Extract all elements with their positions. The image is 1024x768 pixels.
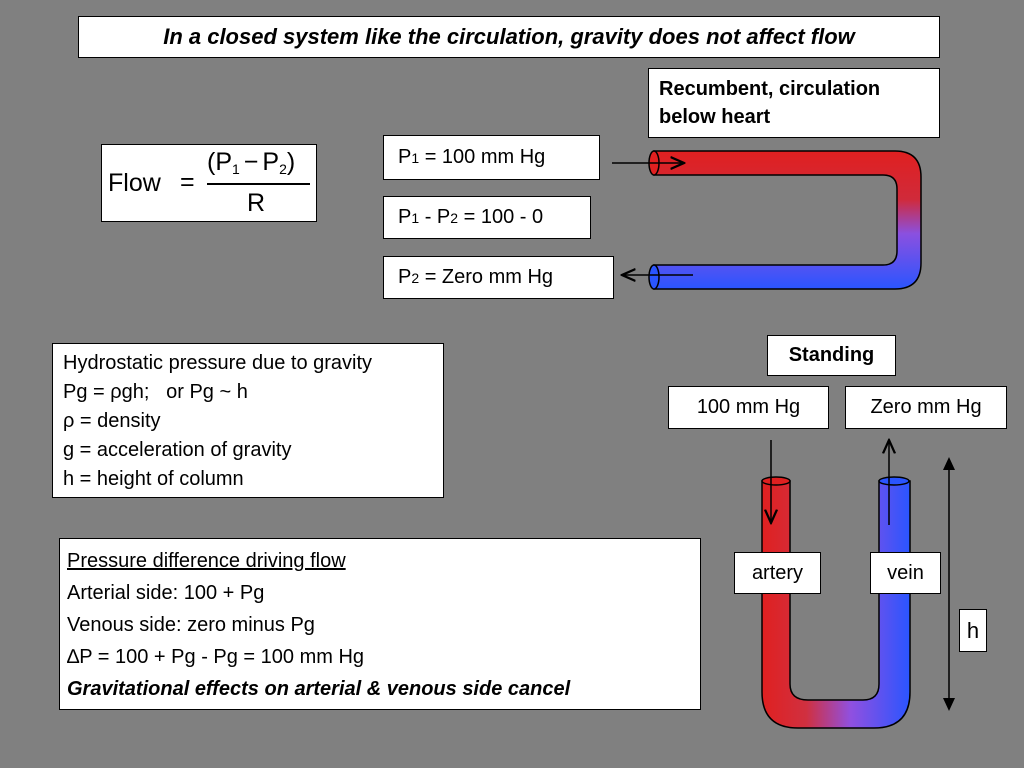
height-arrow-top-head [943,457,955,470]
recumbent-line-2: below heart [659,106,771,128]
p1-pre: P [398,146,412,168]
pressure-difference-box: Pressure difference driving flow Arteria… [59,538,701,710]
artery-opening [761,476,791,486]
numerator-minus: − [243,148,259,176]
recumbent-label: Recumbent, circulation below heart [648,68,940,138]
vein-label: vein [870,552,941,594]
numerator-close: ) [286,148,296,176]
formula-numerator: (P1−P2) [207,148,295,177]
p1-post: = 100 mm Hg [419,146,546,168]
hydro-line-2: Pg = ρgh; or Pg ~ h [63,381,248,403]
numerator-p2: P [262,148,280,176]
numerator-open: (P [207,148,232,176]
recumbent-line-1: Recumbent, circulation [659,78,881,100]
pd-post: = 100 - 0 [458,206,544,228]
pdiff-delta: ∆P = 100 + Pg - Pg = 100 mm Hg [67,646,365,668]
formula-denominator: R [247,189,266,217]
hydro-line-5: h = height of column [63,468,244,490]
p2-pre: P [398,266,412,288]
formula-flow: Flow [108,169,161,197]
standing-u-tube [761,480,911,729]
pdiff-arterial: Arterial side: 100 + Pg [67,582,265,604]
flow-formula: Flow = (P1−P2) R [101,144,317,222]
hydro-line-4: g = acceleration of gravity [63,439,292,461]
hydrostatic-box: Hydrostatic pressure due to gravity Pg =… [52,343,444,498]
fraction-bar [207,183,310,185]
vein-opening [878,476,910,486]
numerator-sub2: 2 [279,161,287,177]
hydro-line-1: Hydrostatic pressure due to gravity [63,352,373,374]
formula-equals: = [180,168,195,196]
venous-pressure-label: Zero mm Hg [845,386,1007,429]
pd-mid: - P [419,206,451,228]
pdiff-venous: Venous side: zero minus Pg [67,614,315,636]
height-label: h [959,609,987,652]
arterial-pressure-label: 100 mm Hg [668,386,829,429]
p2-post: = Zero mm Hg [419,266,554,288]
pd-a: P [398,206,412,228]
recumbent-tube-bottom-opening [648,264,660,290]
standing-label: Standing [767,335,896,376]
recumbent-tube [653,150,922,290]
artery-label: artery [734,552,821,594]
hydro-line-3: ρ = density [63,410,161,432]
pdiff-heading: Pressure difference driving flow [67,550,346,572]
pdiff-conclusion: Gravitational effects on arterial & veno… [67,678,571,700]
numerator-sub1: 1 [232,161,240,177]
height-arrow-bottom-head [943,698,955,711]
slide-title: In a closed system like the circulation,… [78,16,940,58]
